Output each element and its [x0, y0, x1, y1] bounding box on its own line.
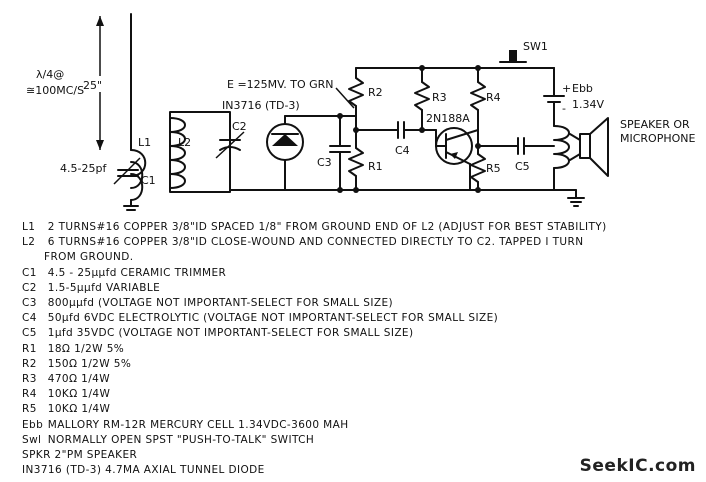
- frequency-label: ≅100MC/S: [26, 84, 84, 97]
- parts-list-item: C5 1μfd 35VDC (VOLTAGE NOT IMPORTANT-SEL…: [22, 327, 414, 340]
- parts-list-item: C3 800μμfd (VOLTAGE NOT IMPORTANT-SELECT…: [22, 297, 393, 310]
- c4-label: C4: [395, 144, 410, 157]
- r1-resistor: [348, 147, 364, 177]
- parts-list-item: R5 10KΩ 1/4W: [22, 403, 111, 416]
- r4-label: R4: [486, 91, 501, 104]
- e-note-arrow: [335, 87, 355, 109]
- r5-resistor: [470, 153, 486, 183]
- speaker-magnet: [579, 133, 591, 159]
- c2-variable-arrow: [215, 131, 245, 159]
- sw1-label: SW1: [523, 40, 548, 53]
- parts-list-item: SPKR 2"PM SPEAKER: [22, 449, 138, 462]
- junction-base: [419, 127, 425, 133]
- parts-list-item: IN3716 (TD-3) 4.7MA AXIAL TUNNEL DIODE: [22, 464, 265, 477]
- antenna-length-label: 25": [83, 79, 102, 92]
- junction-ground-1: [337, 187, 343, 193]
- circuit-schematic: 25" λ/4@ ≅100MC/S L1 C1 4.5-25pf L2 C2 I…: [26, 13, 696, 211]
- junction-bus-c3: [337, 113, 343, 119]
- speaker-lead-bottom: [569, 153, 581, 161]
- parts-list-item: Swl NORMALLY OPEN SPST "PUSH-TO-TALK" SW…: [22, 433, 315, 446]
- r2-resistor: [348, 77, 364, 107]
- parts-list-item: Ebb MALLORY RM-12R MERCURY CELL 1.34VDC-…: [22, 418, 349, 431]
- battery-minus: -: [562, 102, 566, 115]
- parts-list-item: C4 50μfd 6VDC ELECTROLYTIC (VOLTAGE NOT …: [22, 312, 499, 325]
- speaker-label-line1: SPEAKER OR: [620, 118, 690, 131]
- transistor-collector: [445, 129, 479, 141]
- parts-list-item: R2 150Ω 1/2W 5%: [22, 357, 132, 370]
- parts-list-item: C2 1.5-5μμfd VARIABLE: [22, 281, 161, 294]
- junction-ground-2: [353, 187, 359, 193]
- dimension-arrow-top: [96, 16, 104, 26]
- c2-label: C2: [232, 120, 247, 133]
- battery-plus: +: [562, 82, 571, 95]
- parts-list-item: R4 10KΩ 1/4W: [22, 388, 111, 401]
- speaker-cone: [589, 117, 609, 177]
- wavelength-label: λ/4@: [36, 68, 64, 81]
- r4-resistor: [470, 81, 486, 111]
- c1-label: C1: [141, 174, 156, 187]
- c1-range-label: 4.5-25pf: [60, 162, 107, 175]
- l2-label: L2: [178, 136, 191, 149]
- watermark: SeekIC.com: [579, 456, 696, 476]
- tunnel-diode-triangle: [272, 134, 298, 146]
- transistor-label: 2N188A: [426, 112, 470, 125]
- l1-label: L1: [138, 136, 151, 149]
- parts-list-item: C1 4.5 - 25μμfd CERAMIC TRIMMER: [22, 266, 227, 279]
- r1-label: R1: [368, 160, 383, 173]
- r2-label: R2: [368, 86, 383, 99]
- c3-label: C3: [317, 156, 332, 169]
- speaker-lead-top: [569, 133, 581, 141]
- transistor-emitter-arrow: [450, 152, 458, 159]
- parts-list-item: R1 18Ω 1/2W 5%: [22, 342, 125, 355]
- speaker-coil: [553, 125, 570, 169]
- l2-coil: [169, 117, 186, 189]
- r5-label: R5: [486, 162, 501, 175]
- parts-list-item: R3 470Ω 1/4W: [22, 373, 111, 386]
- parts-list-item: L1 2 TURNS#16 COPPER 3/8"ID SPACED 1/8" …: [22, 221, 607, 233]
- diode-label: IN3716 (TD-3): [222, 99, 300, 112]
- junction-ground-3: [475, 187, 481, 193]
- tank-box: [169, 111, 231, 193]
- speaker-label-line2: MICROPHONE: [620, 132, 696, 145]
- e-note-label: E =125MV. TO GRN: [227, 78, 334, 91]
- parts-list: L1 2 TURNS#16 COPPER 3/8"ID SPACED 1/8" …: [22, 220, 702, 478]
- r3-resistor: [414, 81, 430, 111]
- dimension-arrow-bottom: [96, 140, 104, 150]
- c5-label: C5: [515, 160, 530, 173]
- ebb-value-label: 1.34V: [572, 98, 604, 111]
- dimension-gap: [82, 76, 118, 92]
- ebb-label: Ebb: [572, 82, 593, 95]
- parts-list-item: FROM GROUND.: [44, 251, 134, 264]
- c1-trim-arrow: [113, 157, 141, 185]
- sw1-button: [509, 50, 517, 62]
- parts-list-item: L2 6 TURNS#16 COPPER 3/8"ID CLOSE-WOUND …: [22, 236, 584, 249]
- c2-plate-bottom: [219, 146, 241, 151]
- r3-label: R3: [432, 91, 447, 104]
